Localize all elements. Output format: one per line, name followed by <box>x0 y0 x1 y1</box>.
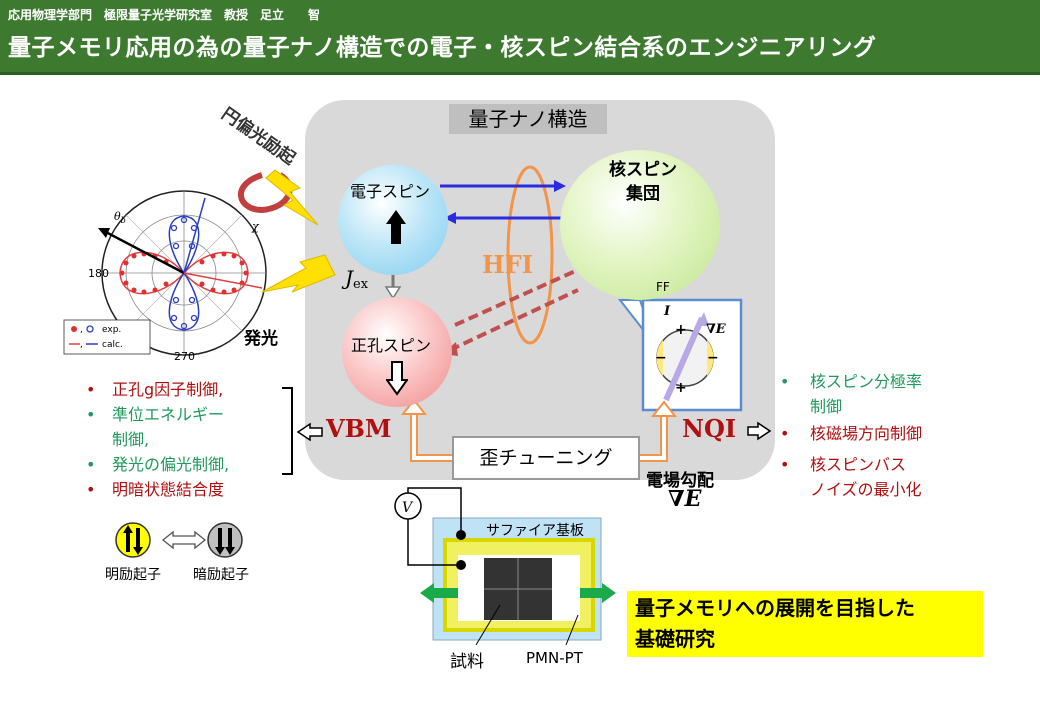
svg-text:+: + <box>675 380 687 396</box>
ff-label: FF <box>656 280 670 294</box>
j-ex-symbol: J <box>345 266 354 290</box>
goal-highlight-box: 量子メモリへの展開を目指した 基礎研究 <box>627 591 983 657</box>
hfi-label: HFI <box>482 250 533 279</box>
right-list-item-1: 制御 <box>810 397 843 416</box>
lightning-emission-icon <box>261 254 336 293</box>
legend-comma-2: , <box>80 340 83 350</box>
right-list-item-0: •核スピン分極率 <box>780 372 923 391</box>
polar-180-label: 180 <box>88 267 109 280</box>
polar-chi-label: χ <box>251 220 260 233</box>
dark-exciton-label: 暗励起子 <box>193 567 249 583</box>
polar-270-label: 270 <box>174 350 195 363</box>
hfi-ring <box>506 165 554 345</box>
quantum-nanostructure-label: 量子ナノ構造 <box>449 104 607 134</box>
sample-label: 試料 <box>450 652 484 672</box>
quantum-nanostructure-box <box>305 100 775 480</box>
page-title: 量子メモリ応用の為の量子ナノ構造での電子・核スピン結合系のエンジニアリング <box>8 35 877 61</box>
left-list-item-4: •明暗状態結合度 <box>86 480 225 499</box>
field-gradient-symbol: ∇E <box>668 486 702 512</box>
left-list-item-1: •準位エネルギー <box>86 405 225 424</box>
vbm-label: VBM <box>326 414 392 443</box>
svg-text:−: − <box>655 350 667 366</box>
bright-exciton-label: 明励起子 <box>105 567 161 583</box>
strain-tuning-box: 歪チューニング <box>452 436 640 480</box>
hole-spin-label: 正孔スピン <box>351 336 432 355</box>
left-bullet-list: •正孔g因子制御, •準位エネルギー 制御, •発光の偏光制御, •明暗状態結合… <box>86 377 229 502</box>
j-ex-subscript: ex <box>353 277 369 292</box>
electron-spin-label: 電子スピン <box>350 182 431 201</box>
legend-exp: exp. <box>102 325 121 335</box>
field-gradient-inset-label: ∇E <box>706 322 726 337</box>
nuclear-spin-circle <box>560 150 720 300</box>
nuclear-spin-label-1: 核スピン <box>609 160 677 180</box>
polar-theta-label: θb <box>114 210 126 225</box>
polar-plot-panel: θb χ 180 270 , exp. , calc. <box>62 188 282 363</box>
voltmeter-label: V <box>402 500 414 516</box>
sapphire-label: サファイア基板 <box>486 523 584 539</box>
lightning-excitation-icon <box>265 169 319 226</box>
goal-line-1: 量子メモリへの展開を目指した <box>635 596 915 620</box>
j-ex-label: Jex <box>345 266 368 292</box>
right-bullet-list: •核スピン分極率 制御 •核磁場方向制御 •核スピンバス ノイズの最小化 <box>780 369 922 502</box>
spin-down-arrow-icon <box>386 361 408 396</box>
right-list-item-2: •核磁場方向制御 <box>780 424 923 443</box>
svg-text:−: − <box>707 350 719 366</box>
legend-calc: calc. <box>102 340 123 350</box>
nuclear-spin-i-label: I <box>664 304 671 319</box>
legend-comma-1: , <box>80 325 83 335</box>
field-gradient-label: 電場勾配 <box>646 471 714 491</box>
left-list-item-0: •正孔g因子制御, <box>86 380 224 399</box>
right-list-item-3: •核スピンバス <box>780 455 907 474</box>
spin-up-arrow-icon <box>386 210 406 244</box>
left-list-item-3: •発光の偏光制御, <box>86 455 230 474</box>
pmn-pt-label: PMN-PT <box>526 649 583 667</box>
nqi-label: NQI <box>682 414 737 443</box>
polar-plot: θb χ 180 270 , exp. , calc. <box>63 190 267 363</box>
nuclear-spin-label: 核スピン 集団 <box>598 158 688 206</box>
svg-text:+: + <box>675 322 687 338</box>
right-list-item-4: ノイズの最小化 <box>810 480 922 499</box>
author-line: 応用物理学部門 極限量子光学研究室 教授 足立 智 <box>8 8 321 22</box>
emission-label: 発光 <box>244 329 278 349</box>
left-list-item-2: 制御, <box>112 430 150 449</box>
nuclear-spin-label-2: 集団 <box>626 184 660 204</box>
goal-line-2: 基礎研究 <box>635 627 715 651</box>
header-bar: 応用物理学部門 極限量子光学研究室 教授 足立 智 量子メモリ応用の為の量子ナノ… <box>0 0 1040 75</box>
